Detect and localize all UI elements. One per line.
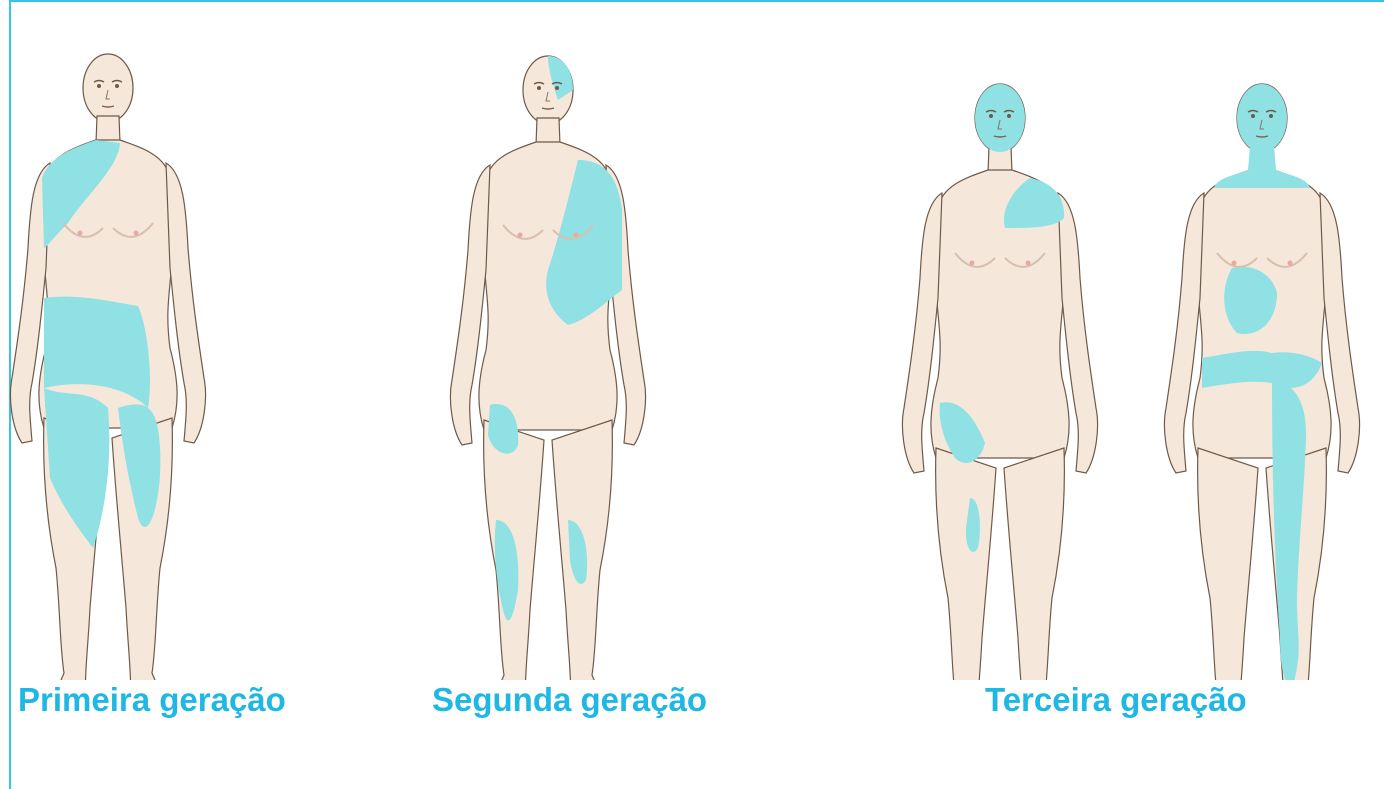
pigment-patch (494, 520, 519, 621)
pigment-patch (548, 56, 573, 100)
pigment-patch (118, 404, 161, 528)
pigment-patch (546, 160, 622, 325)
frame-top-border (9, 0, 1384, 2)
caption-third-generation: Terceira geração (985, 681, 1247, 718)
pigment-patch (1004, 178, 1065, 228)
figure-second-generation (449, 55, 647, 680)
pigment-patch (1237, 84, 1287, 152)
body-figures-illustration (9, 53, 1361, 680)
pigment-patch (1202, 350, 1322, 388)
pigment-patch (568, 520, 588, 584)
figure-third-generation-left (901, 83, 1099, 680)
pigment-patch (488, 404, 519, 454)
caption-second-generation: Segunda geração (432, 681, 708, 718)
pigment-patch (939, 402, 985, 463)
figure-third-generation-right (1163, 83, 1361, 680)
pigment-patch (1272, 378, 1307, 680)
pigment-patch (965, 498, 980, 552)
pigment-patch (975, 84, 1025, 152)
pigment-patch (42, 140, 120, 248)
pigment-patch (1214, 146, 1310, 188)
pigment-patch (1224, 266, 1277, 334)
pigment-patch (44, 296, 150, 408)
pigment-patch (44, 388, 110, 548)
figure-first-generation (9, 53, 207, 680)
caption-first-generation: Primeira geração (18, 681, 286, 718)
